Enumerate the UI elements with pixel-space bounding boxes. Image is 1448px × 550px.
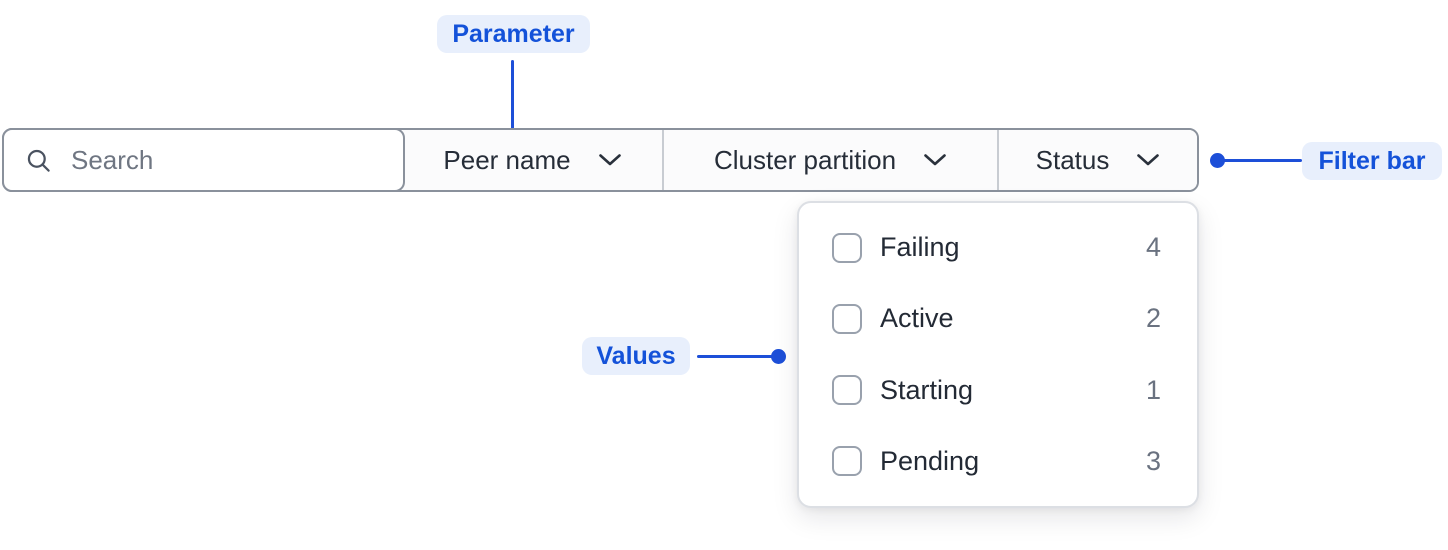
chevron-down-icon bbox=[598, 154, 621, 166]
menu-item-active[interactable]: Active 2 bbox=[832, 283, 1161, 354]
dropdown-status[interactable]: Status bbox=[997, 130, 1197, 190]
filter-bar-annotation-label: Filter bar bbox=[1318, 146, 1426, 175]
menu-item-label: Pending bbox=[880, 445, 980, 476]
menu-item-pending[interactable]: Pending 3 bbox=[832, 426, 1161, 497]
dropdown-peer-name[interactable]: Peer name bbox=[403, 130, 662, 190]
dropdown-status-label: Status bbox=[1035, 144, 1110, 175]
filter-bar-connector-line bbox=[1220, 158, 1302, 162]
menu-item-count: 2 bbox=[1145, 303, 1161, 334]
search-input[interactable] bbox=[69, 143, 373, 177]
search-icon bbox=[27, 149, 50, 172]
checkbox-active[interactable] bbox=[832, 303, 862, 334]
menu-item-label: Failing bbox=[880, 232, 960, 263]
dropdown-cluster-partition-label: Cluster partition bbox=[713, 144, 897, 175]
filter-bar-connector-dot bbox=[1210, 152, 1225, 168]
search-field[interactable] bbox=[2, 128, 405, 192]
dropdown-peer-name-label: Peer name bbox=[443, 144, 571, 175]
status-values-menu: Failing 4 Active 2 Starting 1 Pending 3 bbox=[797, 201, 1199, 508]
values-connector-line bbox=[697, 354, 779, 358]
checkbox-pending[interactable] bbox=[832, 446, 862, 477]
values-connector-dot bbox=[771, 348, 786, 364]
chevron-down-icon bbox=[1137, 154, 1160, 166]
filter-bar-annotation: Filter bar bbox=[1302, 142, 1442, 180]
values-annotation-label: Values bbox=[596, 341, 676, 370]
chevron-down-icon bbox=[924, 154, 946, 166]
checkbox-failing[interactable] bbox=[832, 232, 862, 263]
menu-item-count: 1 bbox=[1145, 374, 1161, 405]
parameter-annotation-label: Parameter bbox=[452, 19, 575, 48]
filter-dropdown-group: Peer name Cluster partition Status bbox=[403, 130, 1197, 190]
values-annotation: Values bbox=[582, 337, 690, 375]
menu-item-failing[interactable]: Failing 4 bbox=[832, 212, 1161, 283]
menu-item-count: 4 bbox=[1145, 232, 1161, 263]
menu-item-count: 3 bbox=[1145, 445, 1161, 476]
filter-bar: Peer name Cluster partition Status bbox=[2, 128, 1199, 192]
parameter-connector-line bbox=[511, 60, 514, 135]
menu-item-starting[interactable]: Starting 1 bbox=[832, 355, 1161, 426]
menu-item-label: Active bbox=[880, 303, 954, 334]
checkbox-starting[interactable] bbox=[832, 375, 862, 406]
dropdown-cluster-partition[interactable]: Cluster partition bbox=[662, 130, 997, 190]
parameter-annotation: Parameter bbox=[437, 15, 590, 53]
menu-item-label: Starting bbox=[880, 374, 974, 405]
